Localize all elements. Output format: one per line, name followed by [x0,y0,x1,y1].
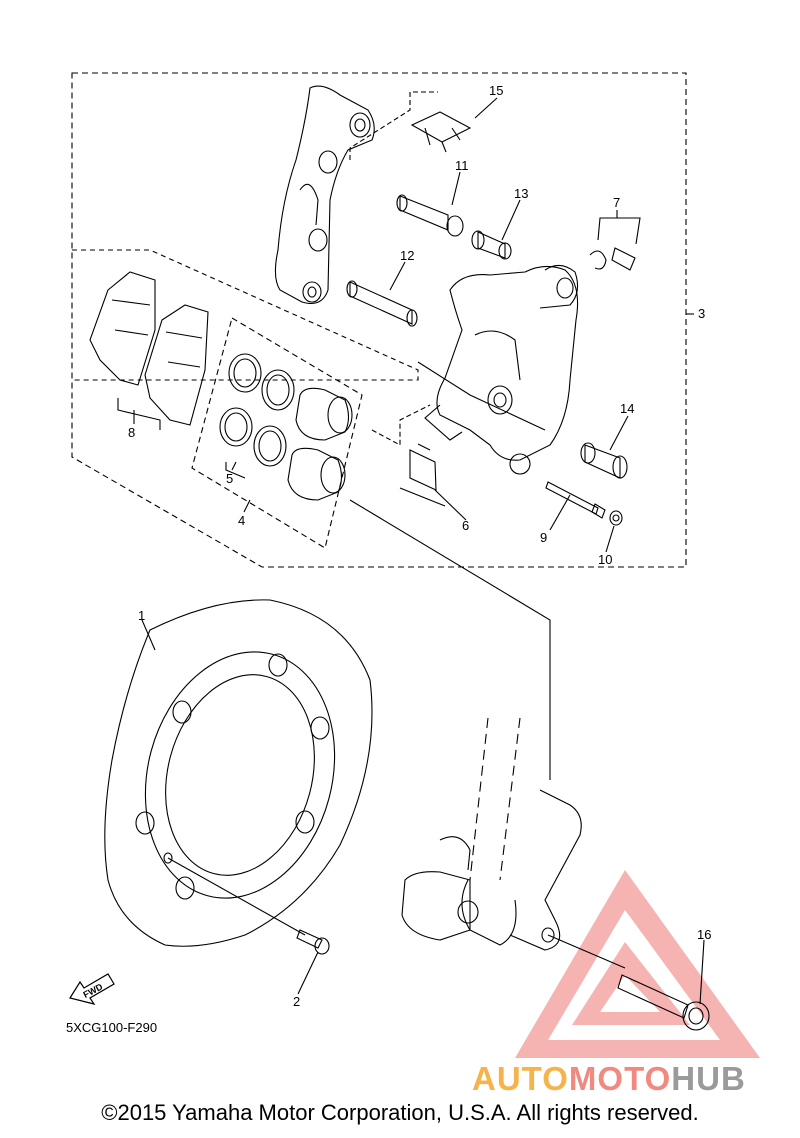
svg-text:AUTOMOTOHUB: AUTOMOTOHUB [472,1060,746,1097]
caliper-bracket [274,85,375,305]
callout-10: 10 [598,552,612,567]
callout-9: 9 [540,530,547,545]
front-fork [401,717,582,951]
clip-10 [609,510,623,526]
watermark-logo [515,870,760,1058]
copyright-notice: ©2015 Yamaha Motor Corporation, U.S.A. A… [101,1100,699,1125]
piston-kit-outline [191,317,363,549]
bleed-screw-7 [589,217,641,271]
callout-labels: 15 11 13 7 12 3 14 8 5 4 6 9 10 1 2 16 [128,83,711,1009]
caliper-body [424,264,579,475]
callout-12: 12 [400,248,414,263]
callout-6: 6 [462,518,469,533]
caliper-assembly-outline [71,72,687,568]
callout-13: 13 [514,186,528,201]
callout-4: 4 [238,513,245,528]
caliper-bolt-16 [617,974,710,1031]
brake-disc [104,599,373,947]
watermark-text: AUTOMOTOHUB [472,1060,746,1097]
pistons-4 [287,387,353,501]
callout-7: 7 [613,195,620,210]
pin-boot-13 [471,230,512,260]
plug-14 [580,442,628,479]
callout-16: 16 [697,927,711,942]
watermark-part1: AUTO [472,1060,569,1097]
watermark-part2: MOTO [569,1060,671,1097]
pad-pin-9 [545,481,606,519]
callout-11: 11 [455,158,469,173]
callout-8: 8 [128,425,135,440]
disc-bolt-2 [296,929,330,955]
pad-set-outline [72,249,419,381]
pad-spring-6 [399,443,446,507]
diagram-code: 5XCG100-F290 [66,1020,157,1035]
piston-seals-5 [219,353,295,467]
watermark-part3: HUB [671,1060,746,1097]
forward-arrow-icon: FWD [69,973,115,1005]
brake-pads-8 [89,271,209,426]
callout-15: 15 [489,83,503,98]
callout-3: 3 [698,306,705,321]
callout-5: 5 [226,471,233,486]
callout-2: 2 [293,994,300,1009]
slide-pin-11 [396,194,464,237]
pad-support-clip [410,111,472,153]
callout-1: 1 [138,608,145,623]
slide-pin-12 [346,280,418,327]
callout-14: 14 [620,401,634,416]
